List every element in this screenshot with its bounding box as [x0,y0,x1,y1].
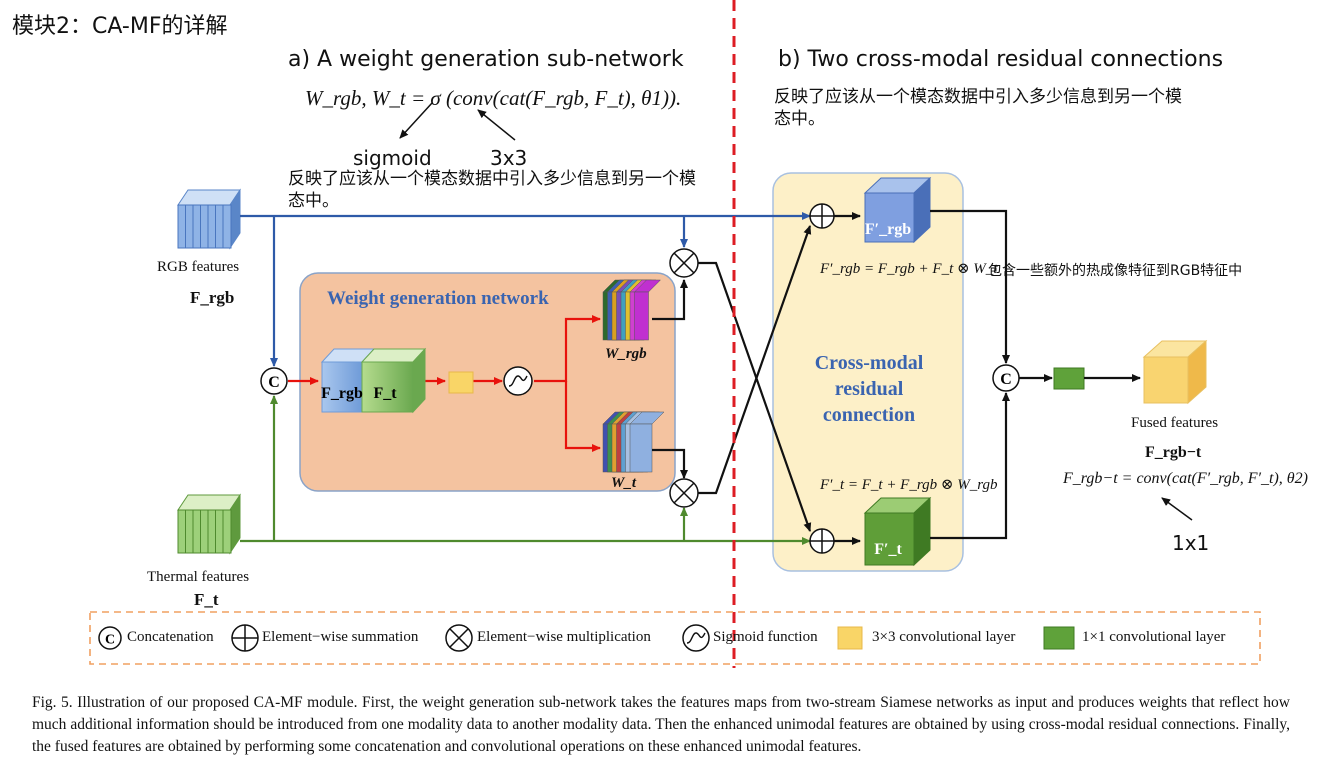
cat-rgb-label: F_rgb [321,385,363,402]
figure-caption: Fig. 5. Illustration of our proposed CA-… [32,694,1290,755]
formula-f-rgb-prime: F′_rgb = F_rgb + F_t ⊗ W_t [820,261,998,277]
fprime-rgb-cube: F′_rgb [863,176,932,244]
feature-slice [177,204,187,249]
feature-slice [207,204,217,249]
feature-slice [192,509,202,554]
legend-concat-symbol: C [98,626,122,650]
concat-feature-block: F_rgb F_t [320,347,427,414]
conv1x1-layer [1053,367,1085,390]
fprime-t-to-concat [930,392,1010,540]
conv1x1-pointer [1161,497,1193,521]
sigmoid-split-arrow-top [534,315,601,383]
feature-slice [207,509,217,554]
legend-box [89,611,1261,665]
sum-node-bottom [809,528,835,554]
feature-slice [185,204,194,249]
section-a-title: a) A weight generation sub-network [288,47,684,72]
feature-slice [185,509,194,554]
sigmoid-node [503,366,533,396]
annotation-thermal-note: 包含一些额外的热成像特征到RGB特征中 [988,263,1243,279]
thermal-features-label: Thermal features [147,569,250,585]
fprime-rgb-to-concat [930,209,1010,364]
weight-network-title: Weight generation network [327,288,549,309]
concat-symbol-left: C [268,374,280,391]
legend-concat-label: Concatenation [127,629,214,645]
w-rgb-stack [602,279,662,341]
w-rgb-label: W_rgb [605,346,647,362]
cross-modal-panel [772,172,964,572]
sum-node-top [809,203,835,229]
feature-slice [222,204,232,249]
formula-f-t-prime: F′_t = F_t + F_rgb ⊗ W_rgb [820,477,998,493]
annotation-note-b: 反映了应该从一个模态数据中引入多少信息到另一个模态中。 [774,87,1182,129]
annotation-sigmoid: sigmoid [353,146,432,170]
legend-conv1-swatch [1043,626,1075,650]
rgb-features-label: RGB features [157,259,240,275]
legend-mult-label: Element−wise multiplication [477,629,651,645]
section-b-title: b) Two cross-modal residual connections [778,47,1224,72]
legend-conv1-label: 1×1 convolutional layer [1082,629,1226,645]
annotation-conv3x3: 3x3 [490,146,528,170]
w-t-label: W_t [611,475,637,491]
weight-slice [629,423,653,473]
mult-top-to-sum-bottom [698,261,812,532]
mult-bottom-to-sum-top [698,225,812,495]
cross-modal-title: Cross-modal residual connection [786,350,952,428]
wrgb-to-mult-line [652,279,688,321]
formula-fused: F_rgb−t = conv(cat(F′_rgb, F′_t), θ2) [1063,470,1308,487]
concat-node-right: C [992,364,1020,392]
rgb-feature-stack [177,188,241,250]
fprime-t-label: F′_t [874,541,902,558]
cat-t-label: F_t [373,385,397,402]
feature-slice [200,204,209,249]
annotation-note-a: 反映了应该从一个模态数据中引入多少信息到另一个模态中。 [288,169,696,211]
feature-slice [215,204,224,249]
fused-symbol-label: F_rgb−t [1145,444,1202,461]
conv3x3-layer [448,371,474,394]
fused-features-cube [1142,339,1208,405]
cross-modal-line3: connection [822,404,916,426]
weight-formula: W_rgb, W_t = σ (conv(cat(F_rgb, F_t), θ1… [305,86,681,111]
legend-conv3-swatch [837,626,863,650]
cross-modal-line2: residual [834,378,904,400]
wt-to-mult-line [652,448,688,479]
thermal-feature-stack [177,493,241,555]
legend-concat-letter: C [105,633,115,648]
legend-sigmoid-label: Sigmoid function [713,629,818,645]
legend-mult-symbol [445,624,473,652]
annotation-conv1x1: 1x1 [1172,531,1210,555]
legend-sum-label: Element−wise summation [262,629,419,645]
feature-slice [215,509,224,554]
mult-node-bottom [669,478,699,508]
sigmoid-pointer [399,102,433,139]
w-t-stack [602,411,665,473]
rgb-symbol-label: F_rgb [190,288,235,307]
module-title: 模块2：CA-MF的详解 [12,14,228,39]
legend-sigmoid-symbol [682,624,710,652]
concat-symbol-right: C [1000,371,1012,388]
conv3x3-pointer [477,109,516,141]
feature-slice [222,509,232,554]
fprime-t-cube: F′_t [863,496,932,567]
fprime-rgb-label: F′_rgb [865,221,911,238]
fused-features-label: Fused features [1131,415,1219,431]
legend-sum-symbol [231,624,259,652]
cross-modal-line1: Cross-modal [814,352,924,374]
concat-node-left: C [260,367,288,395]
sigmoid-split-arrow-bottom [564,381,601,452]
feature-slice [177,509,187,554]
legend-conv3-label: 3×3 convolutional layer [872,629,1016,645]
weight-slice [634,291,649,341]
mult-node-top [669,248,699,278]
weight-formula-text: W_rgb, W_t = σ (conv(cat(F_rgb, F_t), θ1… [305,86,682,110]
thermal-symbol-label: F_t [194,590,219,609]
feature-slice [192,204,202,249]
feature-slice [200,509,209,554]
